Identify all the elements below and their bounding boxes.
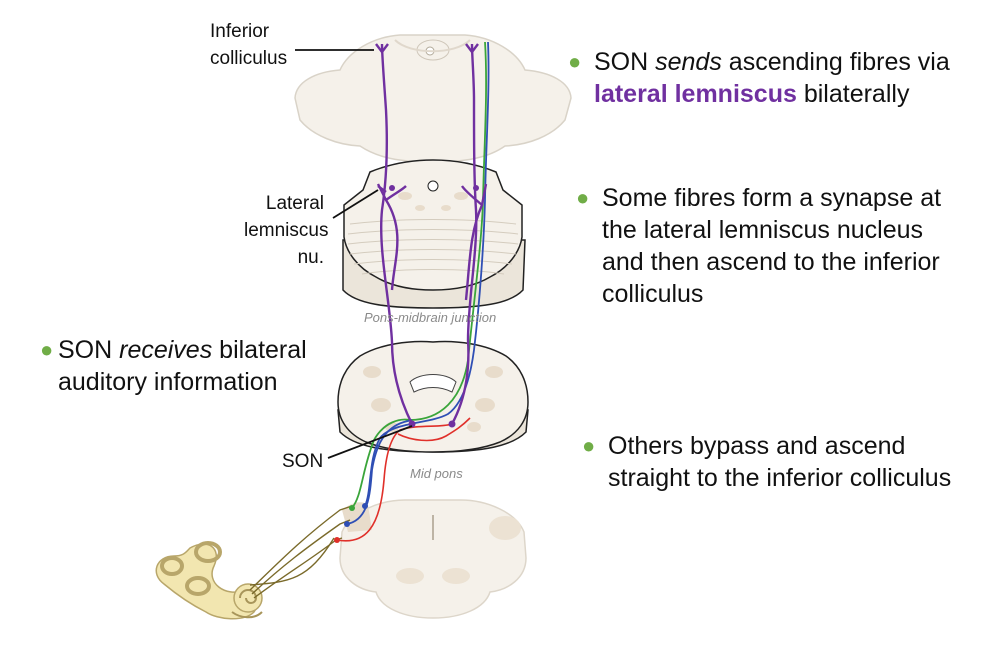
bullet-others-bypass: ● Others bypass and ascend straight to t…: [582, 432, 952, 492]
bullet-dot: ●: [582, 433, 596, 458]
bullet-dot: ●: [568, 49, 582, 74]
red-fibers: [336, 417, 471, 542]
label-lateral-lemniscus-nu: Lateral lemniscus nu.: [244, 193, 329, 268]
label-son: SON: [282, 451, 324, 472]
lower-pons-section: [339, 499, 527, 619]
cochlear-nerve: [249, 505, 353, 599]
son-leader: [327, 425, 413, 459]
bullet-dot: ●: [40, 337, 54, 362]
pons-midbrain-section: [342, 159, 526, 309]
lateral-lemniscus-highlight: lateral lemniscus: [594, 80, 797, 108]
label-inferior-colliculus: Inferior colliculus: [210, 21, 288, 69]
bullet-son-sends: ● SON sends ascending fibres via lateral…: [568, 48, 950, 108]
cochlea-illustration: [155, 541, 263, 620]
bullet-son-receives: ● SON receives bilateral auditory inform…: [40, 336, 307, 396]
bullet-dot: ●: [576, 185, 590, 210]
caption-mid-pons: Mid pons: [410, 466, 463, 481]
lateral-lemniscus-leader: [332, 189, 379, 219]
lateral-lemniscus-fibers: [375, 43, 488, 425]
caption-pons-midbrain-junction: Pons-midbrain junction: [364, 310, 497, 325]
inferior-colliculus-section: [294, 34, 572, 163]
mid-pons-section: [337, 340, 529, 453]
bullet-some-fibres: ● Some fibres form a synapse at the late…: [576, 184, 942, 308]
